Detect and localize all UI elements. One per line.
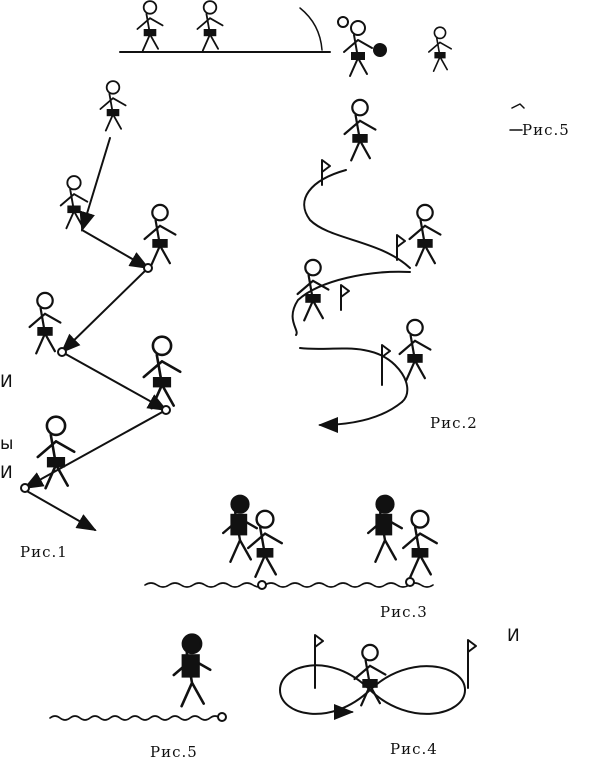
top-partial-figure — [119, 0, 453, 77]
fig5-bottom-caption: Рис.5 — [150, 743, 198, 761]
margin-text-fragment-4: И — [507, 626, 520, 646]
fig4-drawing — [279, 634, 477, 720]
fig4-caption: Рис.4 — [390, 740, 438, 758]
fig5-top-caption: Рис.5 — [522, 121, 570, 139]
fig1-caption: Рис.1 — [20, 543, 68, 561]
margin-text-fragment-3: И — [0, 463, 13, 483]
fig3-caption: Рис.3 — [380, 603, 428, 621]
fig2-caption: Рис.2 — [430, 414, 478, 432]
fig5-bottom-drawing — [49, 633, 227, 722]
fig3-drawing — [144, 494, 438, 590]
margin-text-fragment-1: И — [0, 372, 13, 392]
fig2-drawing — [291, 98, 442, 433]
fig1-drawing — [20, 80, 182, 531]
margin-text-fragment-2: ы — [0, 434, 14, 454]
